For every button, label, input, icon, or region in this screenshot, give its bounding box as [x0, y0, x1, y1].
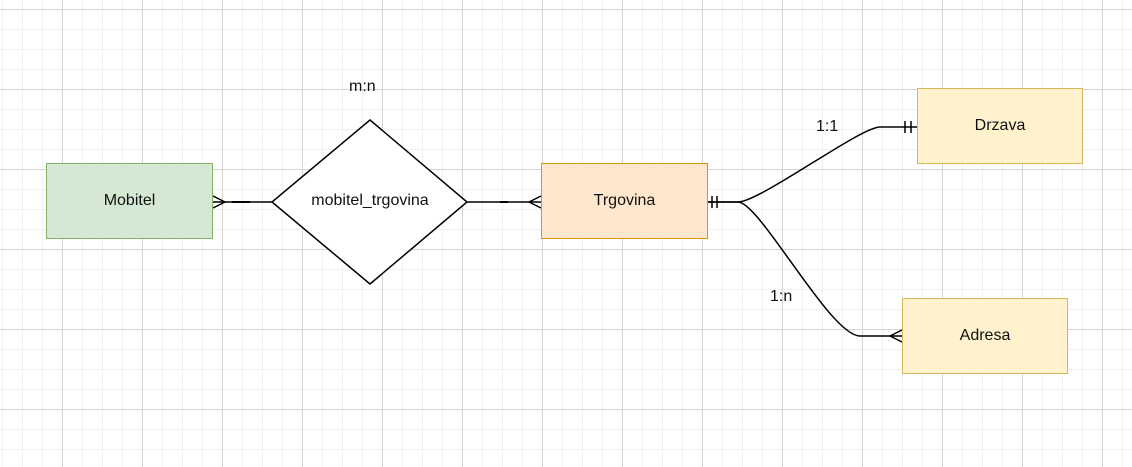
cardinality-label-drzava: 1:1	[816, 118, 839, 135]
cardinality-label-adresa: 1:n	[770, 288, 793, 305]
entity-trgovina[interactable]: Trgovina	[541, 163, 708, 239]
relationship-label: mobitel_trgovina	[311, 192, 429, 209]
edge-mobitel-relationship[interactable]	[212, 195, 272, 209]
entity-drzava[interactable]: Drzava	[917, 88, 1083, 164]
cardinality-label-mn: m:n	[349, 78, 376, 95]
relationship-diamond[interactable]	[270, 119, 469, 285]
entity-mobitel[interactable]: Mobitel	[46, 163, 213, 239]
edge-relationship-trgovina[interactable]	[467, 195, 542, 209]
edge-trgovina-drzava[interactable]	[708, 121, 917, 208]
edge-trgovina-adresa[interactable]	[708, 201, 903, 343]
entity-adresa[interactable]: Adresa	[902, 298, 1068, 374]
